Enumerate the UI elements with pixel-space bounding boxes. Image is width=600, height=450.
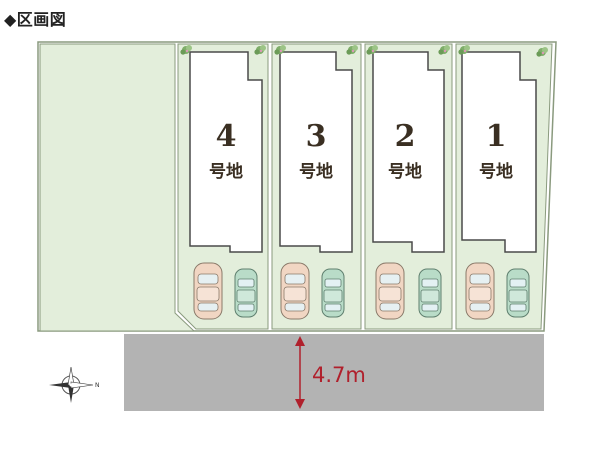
car-icon — [375, 262, 405, 320]
road-width-dimension — [295, 336, 305, 409]
lot-3-label: 号地 — [299, 161, 333, 182]
lot-3-building — [279, 51, 353, 253]
map-title: ◆区画図 — [4, 10, 67, 29]
car-icon — [418, 268, 442, 318]
car-icon — [280, 262, 310, 320]
car-icon — [193, 262, 223, 320]
car-icon — [321, 268, 345, 318]
lot-4[interactable]: 4 号地 — [177, 43, 269, 330]
lot-1[interactable]: 1 号地 — [455, 43, 553, 330]
compass-icon — [49, 366, 94, 403]
open-parcel — [39, 43, 196, 332]
lot-1-label: 号地 — [479, 161, 513, 182]
lot-4-number: 4 — [216, 119, 237, 154]
lot-1-number: 1 — [486, 119, 507, 154]
car-icon — [234, 268, 258, 318]
car-icon — [465, 262, 495, 320]
lot-4-label: 号地 — [209, 161, 243, 182]
lot-4-building — [189, 51, 263, 253]
lot-2[interactable]: 2 号地 — [364, 43, 453, 330]
lot-3[interactable]: 3 号地 — [271, 43, 362, 330]
lot-3-number: 3 — [306, 119, 327, 154]
road-width-label: 4.7m — [312, 363, 366, 387]
road — [124, 334, 544, 411]
lot-1-building — [461, 51, 537, 253]
car-icon — [506, 268, 530, 318]
lot-2-number: 2 — [395, 119, 416, 154]
lot-2-label: 号地 — [388, 161, 422, 182]
lot-2-building — [372, 51, 445, 253]
compass-north-label: N — [95, 382, 100, 389]
